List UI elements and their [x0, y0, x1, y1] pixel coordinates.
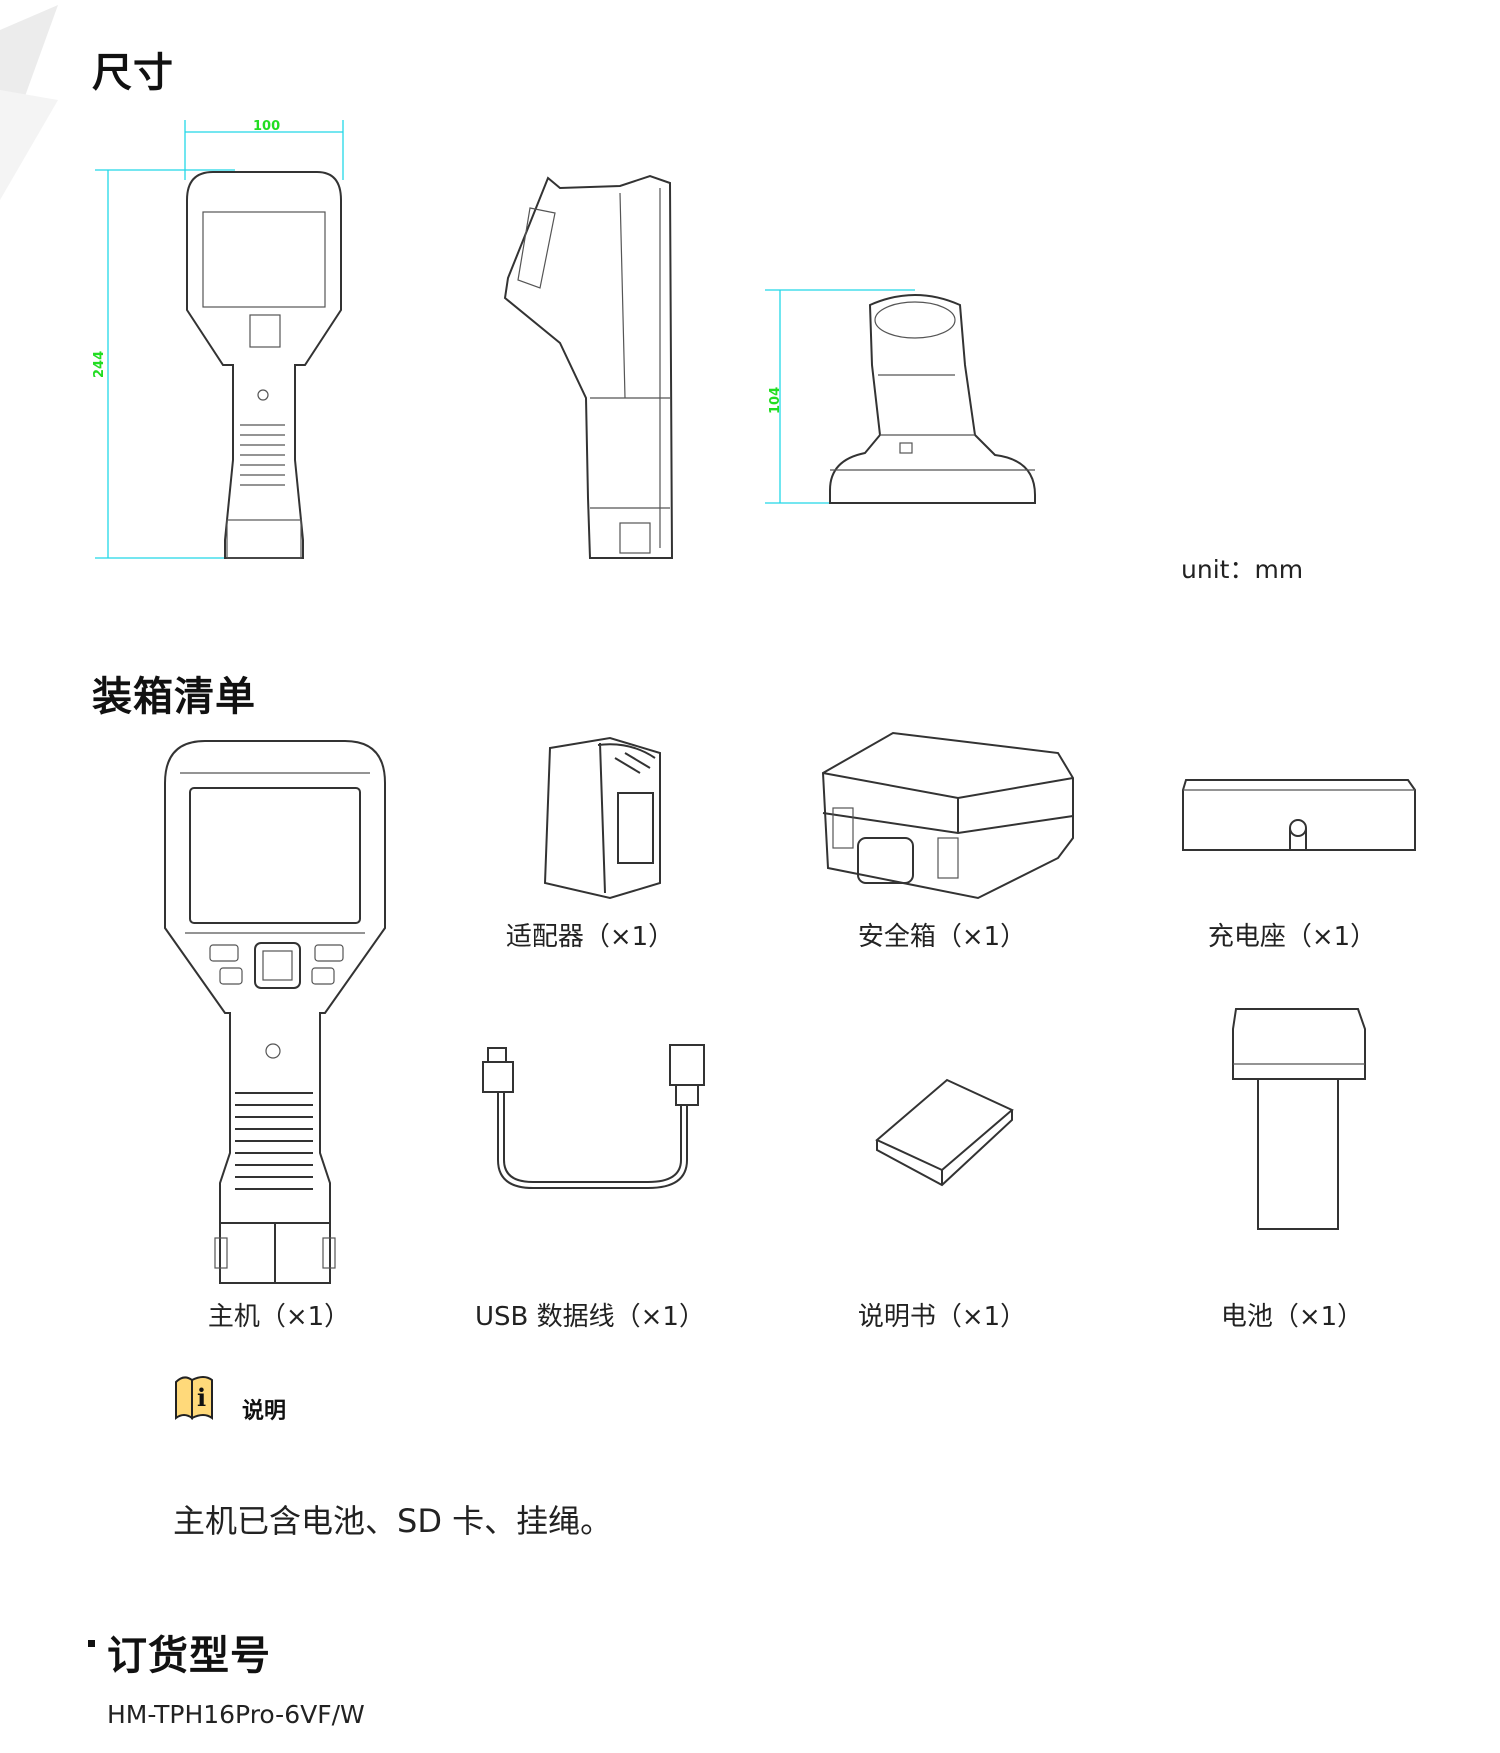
height-dimension: 244	[92, 351, 107, 378]
item-label-case: 安全箱（×1）	[857, 922, 1027, 952]
thermal-camera-icon	[164, 740, 386, 1284]
item-label-adapter: 适配器（×1）	[505, 922, 675, 952]
usb-cable-icon	[482, 1044, 705, 1189]
front-view-drawing: 100 244	[92, 119, 344, 559]
bullet-icon	[88, 1640, 95, 1647]
background-decoration	[0, 5, 58, 200]
dimensions-title: 尺寸	[92, 50, 174, 96]
charger-view-drawing: 104	[765, 289, 1036, 504]
manual-icon	[875, 1078, 1014, 1187]
note-title: 说明	[242, 1399, 287, 1424]
battery-icon	[1232, 1008, 1366, 1230]
ordering-title: 订货型号	[107, 1633, 271, 1679]
charger-height-dimension: 104	[768, 387, 783, 414]
note-text: 主机已含电池、SD 卡、挂绳。	[173, 1502, 613, 1540]
packing-list-title: 装箱清单	[92, 674, 256, 720]
svg-text:i: i	[197, 1383, 206, 1412]
item-label-main-unit: 主机（×1）	[207, 1302, 351, 1332]
unit-label: unit：mm	[1181, 555, 1304, 584]
item-label-manual: 说明书（×1）	[857, 1302, 1027, 1332]
model-number: HM-TPH16Pro-6VF/W	[107, 1700, 365, 1729]
item-label-usb-cable: USB 数据线（×1）	[475, 1302, 705, 1332]
info-note-icon: i	[175, 1376, 213, 1420]
item-label-charger: 充电座（×1）	[1207, 922, 1377, 952]
item-label-battery: 电池（×1）	[1220, 1302, 1364, 1332]
power-adapter-icon	[543, 736, 661, 900]
side-view-drawing	[503, 174, 674, 559]
charging-dock-icon	[1182, 779, 1416, 851]
width-dimension: 100	[253, 119, 280, 134]
safety-case-icon	[821, 731, 1074, 900]
